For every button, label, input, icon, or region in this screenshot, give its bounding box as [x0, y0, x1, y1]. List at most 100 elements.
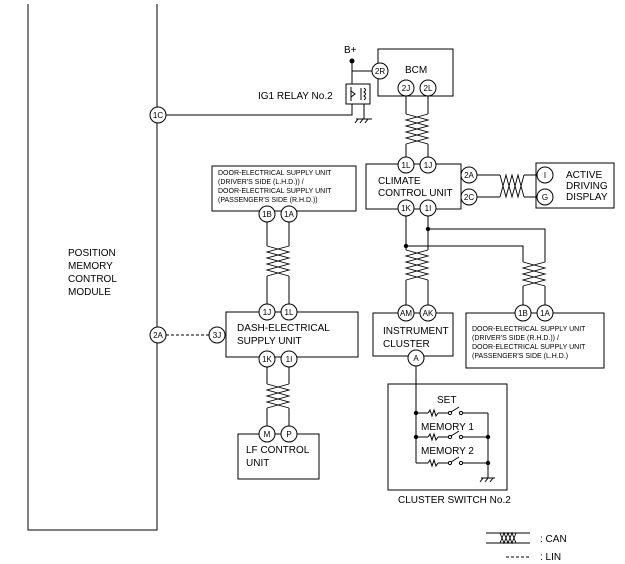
instrument-label-2: CLUSTER	[383, 339, 430, 350]
switch-memory2-label: MEMORY 2	[421, 446, 474, 457]
svg-text:POSITION: POSITION	[68, 248, 116, 259]
pin-dash-1k: 1K	[258, 350, 276, 368]
svg-text:(PASSENGER'S SIDE (R.H.D.)): (PASSENGER'S SIDE (R.H.D.))	[218, 197, 318, 204]
svg-text:: LIN: : LIN	[540, 552, 561, 563]
svg-text:1K: 1K	[262, 355, 272, 364]
svg-text:1A: 1A	[284, 210, 294, 219]
svg-text:(PASSENGER'S SIDE (L.H.D.): (PASSENGER'S SIDE (L.H.D.)	[472, 353, 568, 360]
position-memory-control-module-box	[27, 4, 158, 531]
active-display-label-3: DISPLAY	[566, 192, 608, 203]
pin-climate-1k: 1K	[397, 199, 415, 217]
svg-text:1C: 1C	[153, 111, 163, 120]
lf-control-label-2: UNIT	[246, 458, 269, 469]
dash-supply-label-1: DASH-ELECTRICAL	[237, 323, 330, 334]
can-bcm-climate	[404, 96, 430, 164]
svg-text:DOOR-ELECTRICAL SUPPLY UNIT: DOOR-ELECTRICAL SUPPLY UNIT	[472, 326, 586, 333]
pin-instrument-ak: AK	[419, 304, 437, 322]
pin-lf-p: P	[280, 425, 298, 443]
pin-lf-m: M	[258, 425, 276, 443]
pin-pmcm-1c: 1C	[149, 106, 167, 124]
active-display-label-2: DRIVING	[566, 181, 608, 192]
svg-text:2L: 2L	[424, 84, 433, 93]
pin-dash-1i: 1I	[280, 350, 298, 368]
cluster-switch-circuit	[413, 384, 495, 483]
pin-door-right-1a: 1A	[536, 304, 554, 322]
svg-text:M: M	[264, 430, 271, 439]
svg-text:CONTROL: CONTROL	[68, 274, 117, 285]
instrument-cluster-box	[372, 312, 454, 357]
legend-can: : CAN	[486, 531, 567, 545]
switch-memory1-label: MEMORY 1	[421, 422, 474, 433]
pin-bcm-2j: 2J	[397, 79, 415, 97]
svg-text:1I: 1I	[425, 204, 432, 213]
svg-text:P: P	[286, 430, 291, 439]
pin-climate-1l: 1L	[397, 156, 415, 174]
svg-text:2R: 2R	[375, 67, 385, 76]
climate-label-1: CLIMATE	[378, 176, 421, 187]
svg-text:AK: AK	[423, 309, 434, 318]
pin-instrument-a: A	[407, 349, 425, 367]
svg-text:2A: 2A	[153, 331, 163, 340]
pin-door-right-1b: 1B	[514, 304, 532, 322]
lf-control-label-1: LF CONTROL	[246, 445, 310, 456]
relay-coil-icon	[350, 87, 366, 101]
door-supply-left-box	[211, 165, 357, 212]
svg-text:G: G	[542, 193, 548, 202]
svg-text:(DRIVER'S SIDE (R.H.D.)) /: (DRIVER'S SIDE (R.H.D.)) /	[472, 335, 559, 342]
pin-climate-1i: 1I	[419, 199, 437, 217]
switch-set-label: SET	[437, 395, 456, 406]
svg-text:1B: 1B	[262, 210, 272, 219]
ig1-wire	[166, 104, 353, 116]
svg-text:1J: 1J	[424, 161, 432, 170]
svg-text:1A: 1A	[540, 309, 550, 318]
pin-dash-1j: 1J	[258, 303, 276, 321]
ig1-relay-label: IG1 RELAY No.2	[258, 91, 333, 102]
svg-text:A: A	[413, 354, 419, 363]
battery-label: B+	[344, 45, 357, 56]
svg-text:MEMORY: MEMORY	[68, 261, 113, 272]
can-dash-lf	[265, 367, 291, 426]
pin-instrument-am: AM	[397, 304, 415, 322]
pin-climate-2c: 2C	[460, 188, 478, 206]
pin-bcm-2r: 2R	[371, 62, 389, 80]
bcm-label: BCM	[405, 65, 427, 76]
svg-text:AM: AM	[400, 309, 412, 318]
svg-text:2J: 2J	[402, 84, 410, 93]
svg-text:3J: 3J	[213, 331, 221, 340]
svg-text:2A: 2A	[464, 171, 474, 180]
svg-text:: CAN: : CAN	[540, 534, 567, 545]
legend-lin: : LIN	[506, 552, 561, 563]
climate-label-2: CONTROL UNIT	[378, 188, 453, 199]
can-climate-display	[477, 173, 536, 199]
svg-text:1B: 1B	[518, 309, 528, 318]
svg-text:1J: 1J	[263, 308, 271, 317]
can-door-left-dash	[265, 222, 291, 304]
svg-text:DOOR-ELECTRICAL SUPPLY UNIT: DOOR-ELECTRICAL SUPPLY UNIT	[472, 344, 586, 351]
pin-door-left-1b: 1B	[258, 205, 276, 223]
svg-text:1I: 1I	[286, 355, 293, 364]
svg-text:DOOR-ELECTRICAL SUPPLY UNIT: DOOR-ELECTRICAL SUPPLY UNIT	[218, 170, 332, 177]
pin-climate-2a: 2A	[460, 166, 478, 184]
can-climate-downstream	[403, 216, 547, 305]
svg-text:DOOR-ELECTRICAL SUPPLY UNIT: DOOR-ELECTRICAL SUPPLY UNIT	[218, 188, 332, 195]
instrument-label-1: INSTRUMENT	[383, 326, 449, 337]
ig1-relay-box	[345, 83, 371, 105]
pin-bcm-2l: 2L	[419, 79, 437, 97]
pin-display-g: G	[536, 188, 554, 206]
svg-text:1K: 1K	[401, 204, 411, 213]
svg-text:MODULE: MODULE	[68, 287, 111, 298]
pin-climate-1j: 1J	[419, 156, 437, 174]
svg-text:I: I	[544, 171, 546, 180]
pin-dash-1l: 1L	[280, 303, 298, 321]
position-memory-control-module-label: POSITION MEMORY CONTROL MODULE	[68, 248, 117, 298]
pin-door-left-1a: 1A	[280, 205, 298, 223]
door-supply-left-label: DOOR-ELECTRICAL SUPPLY UNIT (DRIVER'S SI…	[218, 170, 332, 204]
svg-text:2C: 2C	[464, 193, 474, 202]
pin-display-i: I	[536, 166, 554, 184]
pin-dash-3j: 3J	[208, 326, 226, 344]
dash-supply-label-2: SUPPLY UNIT	[237, 336, 302, 347]
lf-control-unit-box	[237, 433, 320, 480]
ground-symbol	[354, 118, 372, 124]
svg-text:1L: 1L	[402, 161, 411, 170]
